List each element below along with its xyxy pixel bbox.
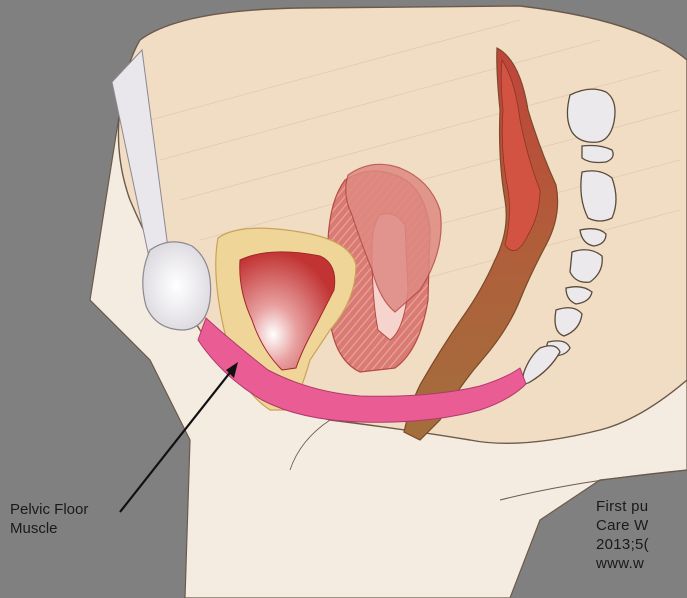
- credit-line-4: www.w: [596, 554, 687, 573]
- pubic-bone: [143, 242, 211, 330]
- pelvic-floor-muscle-label: Pelvic Floor Muscle: [10, 500, 130, 538]
- label-line-1: Pelvic Floor: [10, 500, 130, 519]
- source-credit: First pu Care W 2013;5( www.w: [596, 497, 687, 573]
- credit-line-3: 2013;5(: [596, 535, 687, 554]
- vertebra-2: [582, 146, 613, 163]
- credit-line-1: First pu: [596, 497, 687, 516]
- label-line-2: Muscle: [10, 519, 130, 538]
- vertebra-3: [581, 171, 616, 221]
- vertebra-1: [567, 89, 615, 142]
- credit-line-2: Care W: [596, 516, 687, 535]
